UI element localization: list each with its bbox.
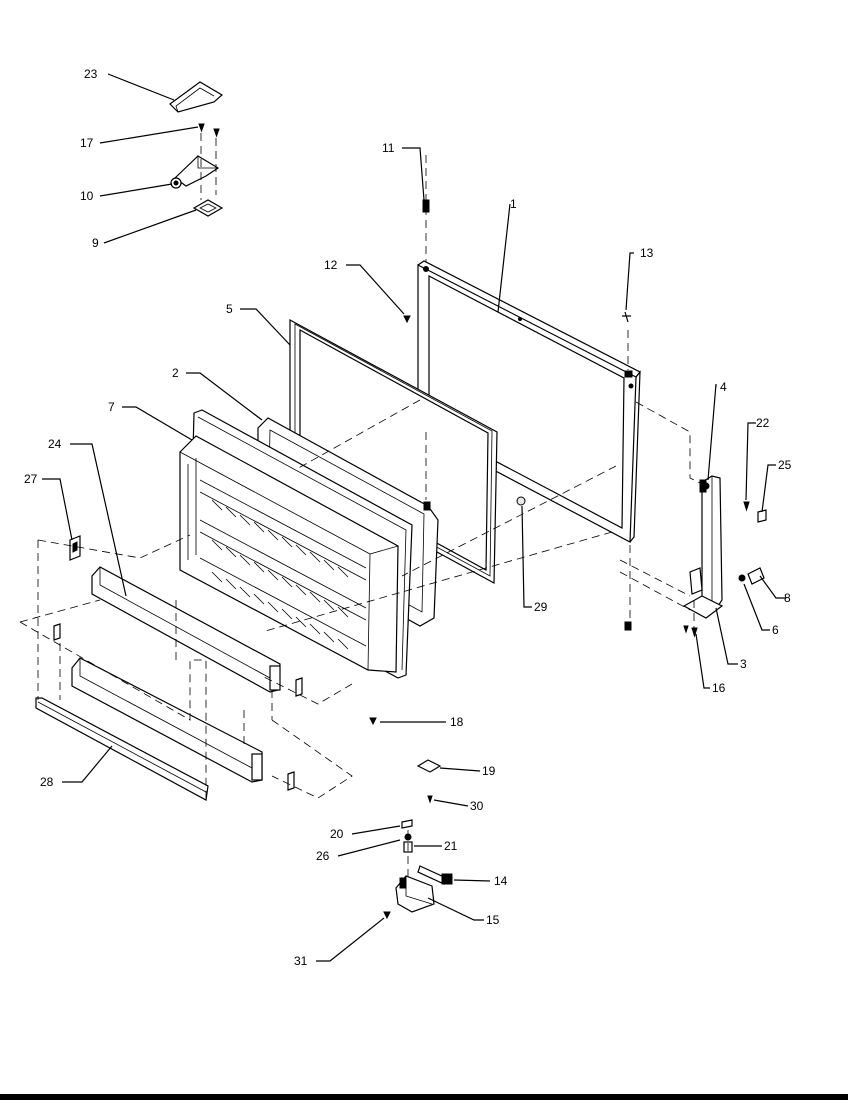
part-6-stop bbox=[738, 574, 746, 582]
part-23-hinge-cap bbox=[169, 81, 224, 113]
callout-6: 6 bbox=[772, 623, 779, 637]
callout-labels: 23 17 10 9 11 12 1 13 5 2 7 24 27 4 22 2… bbox=[24, 67, 792, 968]
callout-15: 15 bbox=[486, 913, 500, 927]
part-13-pin bbox=[622, 311, 631, 323]
part-1-outer-door-panel bbox=[417, 260, 641, 543]
callout-21: 21 bbox=[444, 839, 458, 853]
part-30-screw bbox=[427, 795, 433, 804]
part-9-hinge-bracket bbox=[192, 199, 224, 217]
callout-9: 9 bbox=[92, 236, 99, 250]
callout-27: 27 bbox=[24, 472, 38, 486]
part-25-bushing bbox=[757, 509, 767, 523]
part-20-washer bbox=[401, 819, 413, 829]
part-27-shelf-clip bbox=[69, 535, 81, 561]
callout-16: 16 bbox=[712, 681, 726, 695]
callout-18: 18 bbox=[450, 715, 464, 729]
part-14-hinge-pin bbox=[417, 865, 453, 885]
part-18-screw bbox=[369, 717, 377, 726]
part-8-clip bbox=[747, 567, 765, 585]
part-3-hinge-plate bbox=[682, 567, 724, 619]
callout-24: 24 bbox=[48, 437, 62, 451]
callout-25: 25 bbox=[778, 458, 792, 472]
callout-1: 1 bbox=[510, 197, 517, 211]
part-17-screws bbox=[198, 123, 220, 138]
part-7-door-liner-shelves bbox=[179, 409, 413, 679]
callout-7: 7 bbox=[108, 400, 115, 414]
part-16-screw bbox=[683, 625, 698, 638]
callout-11: 11 bbox=[382, 141, 395, 155]
bottom-border-bar bbox=[0, 1094, 848, 1100]
part-4-right-hinge-bracket bbox=[699, 475, 723, 611]
part-29-plug bbox=[516, 496, 526, 506]
part-12-screw bbox=[403, 315, 411, 324]
callout-30: 30 bbox=[470, 799, 484, 813]
door-shelf-lower bbox=[71, 657, 263, 783]
callout-4: 4 bbox=[720, 380, 727, 394]
part-24-door-shelf-upper bbox=[91, 566, 281, 693]
callout-23: 23 bbox=[84, 67, 98, 81]
callout-29: 29 bbox=[534, 600, 548, 614]
callout-22: 22 bbox=[756, 416, 770, 430]
callout-19: 19 bbox=[482, 764, 496, 778]
part-15-bottom-hinge bbox=[395, 875, 435, 913]
part-19-hinge-washer bbox=[416, 759, 442, 773]
part-10-top-hinge bbox=[170, 155, 220, 189]
assembly-dashed-lines bbox=[19, 133, 703, 880]
callout-28: 28 bbox=[40, 775, 54, 789]
part-22-screw bbox=[743, 501, 750, 512]
callout-26: 26 bbox=[316, 849, 330, 863]
callout-8: 8 bbox=[784, 591, 791, 605]
callout-12: 12 bbox=[324, 258, 338, 272]
callout-3: 3 bbox=[740, 657, 747, 671]
callout-20: 20 bbox=[330, 827, 344, 841]
callout-5: 5 bbox=[226, 302, 233, 316]
callout-leader-lines bbox=[42, 73, 786, 962]
callout-13: 13 bbox=[640, 246, 654, 260]
part-31-screw bbox=[383, 911, 391, 920]
callout-10: 10 bbox=[80, 189, 94, 203]
callout-14: 14 bbox=[494, 874, 508, 888]
part-28-bottom-trim-strip bbox=[35, 697, 209, 801]
shelf-clips bbox=[53, 623, 303, 791]
part-5-door-gasket bbox=[289, 318, 498, 584]
callout-2: 2 bbox=[172, 366, 179, 380]
callout-31: 31 bbox=[294, 954, 308, 968]
lower-door-pins bbox=[423, 501, 632, 631]
callout-17: 17 bbox=[80, 136, 94, 150]
